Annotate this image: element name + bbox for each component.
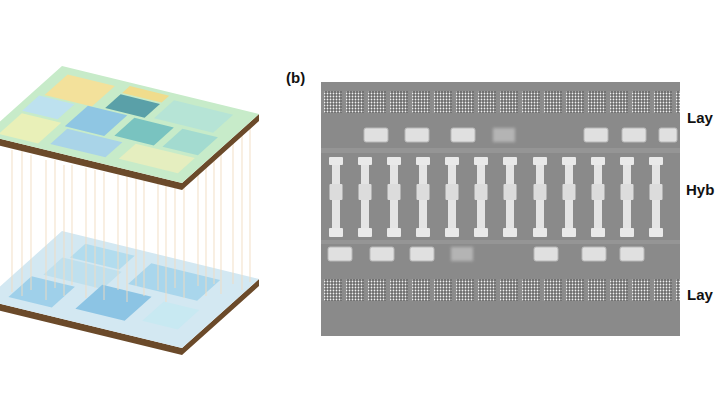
layer-label: Lay bbox=[687, 287, 713, 304]
layer-label: Lay bbox=[687, 110, 713, 127]
panel-label: (b) bbox=[286, 70, 305, 87]
sem-cross-section bbox=[321, 82, 680, 336]
top-die bbox=[0, 66, 259, 190]
layer-label: Hyb bbox=[686, 182, 714, 199]
